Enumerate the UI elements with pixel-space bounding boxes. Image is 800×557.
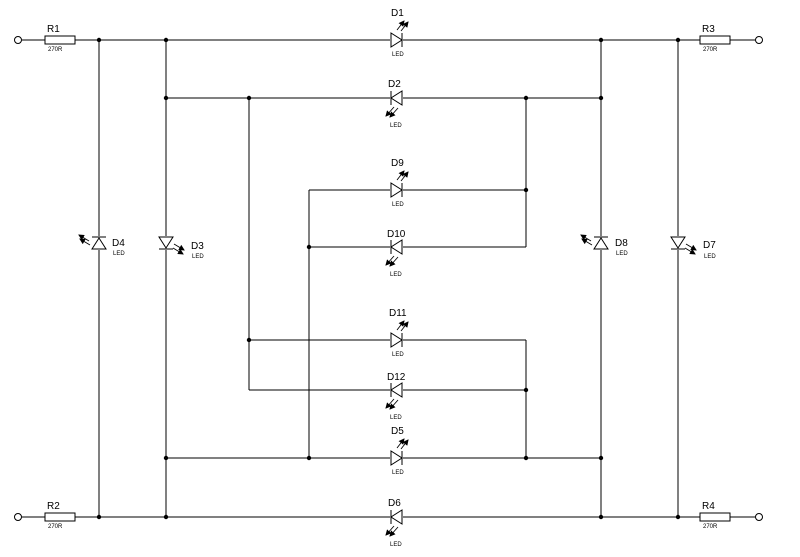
junction-dot xyxy=(246,337,252,343)
junction-dot xyxy=(598,37,604,43)
led-d1: D1 LED xyxy=(390,8,409,58)
led-d7: D7 LED xyxy=(670,236,716,260)
led-d5-type: LED xyxy=(392,470,404,476)
led-d6-ref: D6 xyxy=(388,498,401,509)
led-d1-type: LED xyxy=(392,52,404,58)
resistor-r2-value: 270R xyxy=(48,524,63,530)
led-d11-type: LED xyxy=(392,352,404,358)
junction-dot xyxy=(306,455,312,461)
resistor-r3: R3 270R xyxy=(699,24,731,53)
led-d12-type: LED xyxy=(390,415,402,421)
led-d6-type: LED xyxy=(390,542,402,548)
led-d3: D3 LED xyxy=(158,236,204,260)
junction-dot xyxy=(523,95,529,101)
led-d10-type: LED xyxy=(390,272,402,278)
resistor-r3-value: 270R xyxy=(703,47,718,53)
led-d11-ref: D11 xyxy=(389,308,407,319)
junction-dot xyxy=(163,455,169,461)
led-d12: D12 LED xyxy=(385,372,406,421)
terminal-bottom-right xyxy=(755,513,763,521)
led-d4-ref: D4 xyxy=(112,238,125,249)
junction-dot xyxy=(96,37,102,43)
junction-dot xyxy=(163,95,169,101)
led-d9: D9 LED xyxy=(390,158,409,208)
led-d2-ref: D2 xyxy=(388,79,401,90)
junction-dot xyxy=(675,37,681,43)
led-d5: D5 LED xyxy=(390,426,409,476)
junctions xyxy=(96,37,681,520)
junction-dot xyxy=(163,37,169,43)
terminals xyxy=(14,36,763,521)
resistor-r1: R1 270R xyxy=(44,24,76,53)
led-d8-ref: D8 xyxy=(615,238,628,249)
led-d3-ref: D3 xyxy=(191,241,204,252)
led-d9-type: LED xyxy=(392,202,404,208)
junction-dot xyxy=(246,95,252,101)
resistor-r3-ref: R3 xyxy=(702,24,715,35)
led-d7-type: LED xyxy=(704,254,716,260)
junction-dot xyxy=(163,514,169,520)
resistor-r2-ref: R2 xyxy=(47,501,60,512)
wires xyxy=(22,39,755,518)
led-d12-ref: D12 xyxy=(387,372,406,383)
led-d3-type: LED xyxy=(192,254,204,260)
resistor-r1-ref: R1 xyxy=(47,24,60,35)
resistor-r4: R4 270R xyxy=(699,501,731,530)
led-d1-ref: D1 xyxy=(391,8,404,19)
led-d2: D2 LED xyxy=(385,79,403,129)
junction-dot xyxy=(96,514,102,520)
terminal-top-right xyxy=(755,36,763,44)
resistor-r2: R2 270R xyxy=(44,501,76,530)
junction-dot xyxy=(523,387,529,393)
terminal-bottom-left xyxy=(14,513,22,521)
junction-dot xyxy=(306,244,312,250)
junction-dot xyxy=(675,514,681,520)
led-d8-type: LED xyxy=(616,251,628,257)
led-d10-ref: D10 xyxy=(387,229,406,240)
junction-dot xyxy=(598,95,604,101)
led-d10: D10 LED xyxy=(385,229,406,278)
junction-dot xyxy=(598,514,604,520)
junction-dot xyxy=(523,455,529,461)
led-d4: D4 LED xyxy=(78,234,125,257)
led-d5-ref: D5 xyxy=(391,426,404,437)
led-d8: D8 LED xyxy=(580,234,628,257)
resistor-r1-value: 270R xyxy=(48,47,63,53)
led-d7-ref: D7 xyxy=(703,240,716,251)
led-d6: D6 LED xyxy=(385,498,403,548)
led-d4-type: LED xyxy=(113,251,125,257)
led-d2-type: LED xyxy=(390,123,402,129)
led-d11: D11 LED xyxy=(389,308,409,358)
junction-dot xyxy=(598,455,604,461)
resistor-r4-value: 270R xyxy=(703,524,718,530)
resistor-r4-ref: R4 xyxy=(702,501,715,512)
junction-dot xyxy=(523,187,529,193)
led-d9-ref: D9 xyxy=(391,158,404,169)
terminal-top-left xyxy=(14,36,22,44)
